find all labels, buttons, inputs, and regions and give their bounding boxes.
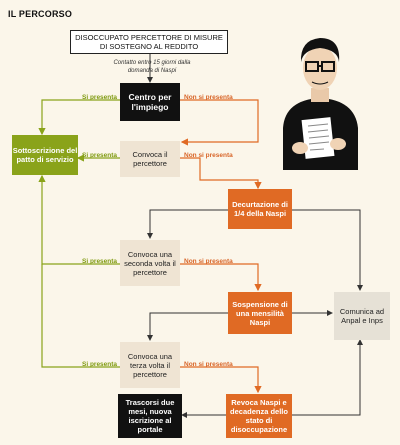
non-si-presenta-label: Non si presenta [184,258,233,265]
non-si-presenta-label: Non si presenta [184,94,233,101]
convoca-1-node: Convoca il percettore [120,141,180,177]
convoca-2-node: Convoca una seconda volta il percettore [120,240,180,286]
comunica-node: Comunica ad Anpal e Inps [334,292,390,340]
centro-impiego-node: Centro per l'impiego [120,83,180,121]
sospensione-node: Sospensione di una mensilità Naspi [228,292,292,334]
header-box: DISOCCUPATO PERCETTORE DI MISURE DI SOST… [70,30,228,54]
si-presenta-label: Si presenta [82,94,118,101]
patto-servizio-node: Sottoscrizione del patto di servizio [12,135,78,175]
si-presenta-label: Si presenta [82,152,118,159]
man-with-glasses-reading-document-icon [283,38,358,170]
trascorsi-node: Trascorsi due mesi, nuova iscrizione al … [118,394,182,438]
non-si-presenta-label: Non si presenta [184,361,233,368]
diagram-title: IL PERCORSO [8,9,73,19]
si-presenta-label: Si presenta [82,361,118,368]
decurtazione-node: Decurtazione di 1/4 della Naspi [228,189,292,229]
non-si-presenta-label: Non si presenta [184,152,233,159]
si-presenta-label: Si presenta [82,258,118,265]
revoca-node: Revoca Naspi e decadenza dello stato di … [226,394,292,438]
contact-note: Contatto entro 15 giorni dalla domanda d… [113,60,191,74]
convoca-3-node: Convoca una terza volta il percettore [120,342,180,388]
